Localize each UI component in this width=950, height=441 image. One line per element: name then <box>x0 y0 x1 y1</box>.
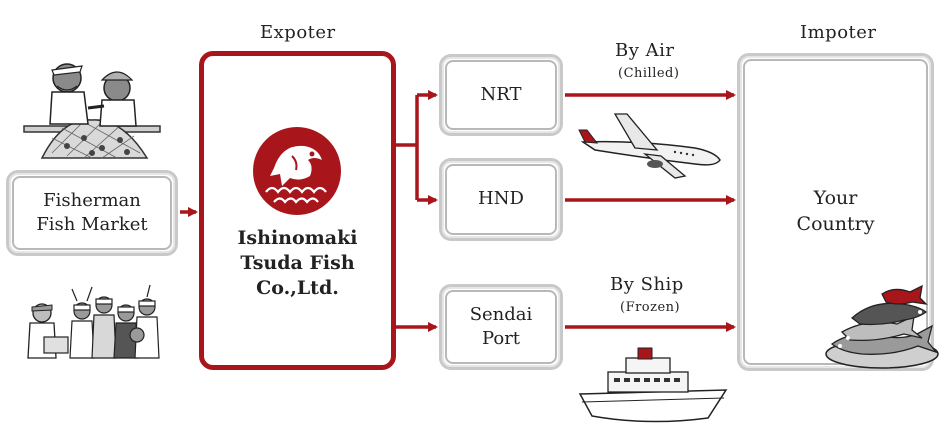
source-line1: Fisherman <box>43 189 141 211</box>
exporter-header: Expoter <box>260 22 336 43</box>
exporter-box: Ishinomaki Tsuda Fish Co.,Ltd. <box>199 51 396 370</box>
source-line2: Fish Market <box>36 214 148 235</box>
airplane-icon <box>578 113 721 179</box>
exporter-name-line1: Ishinomaki <box>237 227 358 249</box>
ship-icon <box>578 347 728 423</box>
route-nrt-label: NRT <box>480 83 522 105</box>
air-mode-label: By Air <box>615 40 675 61</box>
route-sendai-line2: Port <box>481 328 521 349</box>
ship-mode-label: By Ship <box>610 274 684 295</box>
ship-mode-note: (Frozen) <box>620 300 681 315</box>
exporter-name-line3: Co.,Ltd. <box>256 277 339 299</box>
tsuda-logo <box>253 127 341 215</box>
fish-pile-illustration <box>825 284 939 369</box>
route-sendai-line1: Sendai <box>469 303 533 325</box>
source-box: Fisherman Fish Market <box>6 170 178 256</box>
destination-line2: Country <box>796 213 875 235</box>
destination-line1: Your <box>813 187 858 210</box>
exporter-name-line2: Tsuda Fish <box>240 252 355 274</box>
fishermen-illustration <box>23 63 161 159</box>
fish-market-illustration <box>27 284 160 359</box>
route-hnd-label: HND <box>478 188 524 210</box>
importer-header: Impoter <box>800 22 877 43</box>
air-mode-note: (Chilled) <box>618 66 680 81</box>
